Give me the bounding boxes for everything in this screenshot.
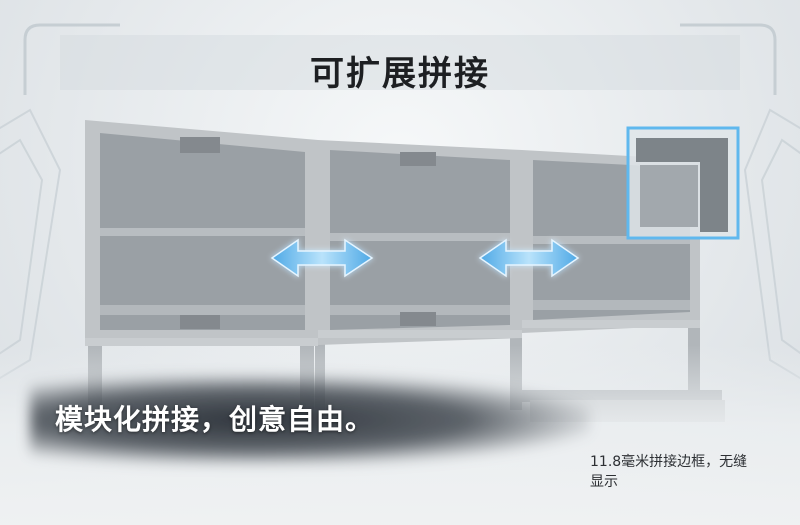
corner-bracket-top-left <box>23 23 120 95</box>
caption: 11.8毫米拼接边框，无缝 显示 <box>590 452 800 492</box>
hexagon-decoration-right <box>743 108 800 380</box>
tagline: 模块化拼接，创意自由。 <box>55 403 375 436</box>
caption-line-1: 11.8毫米拼接边框，无缝 <box>590 454 748 470</box>
hexagon-decoration-left <box>0 108 62 380</box>
expand-arrow-1 <box>270 238 374 278</box>
caption-line-2: 显示 <box>590 474 618 490</box>
bezel-highlight-callout <box>626 126 740 240</box>
corner-bracket-top-right <box>680 23 777 95</box>
expand-arrow-2 <box>478 238 580 278</box>
page-title: 可扩展拼接 <box>310 54 490 94</box>
display-panel-1 <box>85 120 318 346</box>
display-panel-2 <box>318 140 522 345</box>
tagline-backdrop <box>30 375 590 465</box>
